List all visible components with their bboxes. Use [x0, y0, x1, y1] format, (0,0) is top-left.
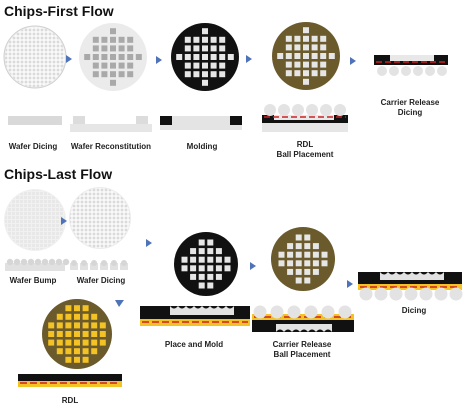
- cl-wafer-bump-icon: [4, 189, 66, 251]
- cf-wafer-dicing-section-icon: [8, 116, 62, 125]
- cl-label-wafer-bump: Wafer Bump: [9, 276, 57, 285]
- cl-label-place-and-mold: Place and Mold: [164, 340, 224, 349]
- cf-rdl-section-icon: [262, 104, 348, 132]
- cf-label-wafer-reconstitution: Wafer Reconstitution: [70, 142, 152, 151]
- cl-wafer-dicing-section-icon: [70, 260, 128, 270]
- cf-reconstitution-section-icon: [70, 116, 152, 132]
- cl-arrow-5-icon: [115, 300, 124, 307]
- cf-arrow-4-icon: [350, 57, 356, 65]
- cl-place-mold-wafer-icon: [174, 232, 238, 296]
- cf-molding-wafer-icon: [171, 23, 239, 91]
- cl-arrow-3-icon: [250, 262, 256, 270]
- cf-rdl-wafer-icon: [272, 22, 340, 90]
- cl-arrow-1-icon: [61, 217, 67, 225]
- cl-arrow-4-icon: [347, 280, 353, 288]
- cl-wafer-bump-section-icon: [5, 258, 70, 271]
- cl-label-rdl: RDL: [61, 396, 79, 405]
- cf-label-ball-placement: Ball Placement: [276, 150, 334, 159]
- cl-arrow-2-icon: [146, 239, 152, 247]
- cf-arrow-3-icon: [246, 55, 252, 63]
- cl-dicing-package-icon: [358, 272, 463, 301]
- cl-label-ball-placement: Ball Placement: [273, 350, 331, 359]
- cf-final-package-icon: [374, 55, 448, 76]
- cf-label-dicing: Dicing: [397, 108, 423, 117]
- cf-label-carrier-release: Carrier Release: [380, 98, 440, 107]
- cl-rdl-section-icon: [18, 374, 122, 387]
- chips-last-title: Chips-Last Flow: [4, 166, 113, 182]
- cl-label-carrier-release: Carrier Release: [272, 340, 332, 349]
- chips-first-title: Chips-First Flow: [4, 3, 114, 19]
- cf-wafer-dicing-icon: [3, 25, 67, 89]
- cf-reconstitution-wafer-icon: [79, 23, 147, 91]
- cf-label-rdl: RDL: [296, 140, 314, 149]
- cl-label-wafer-dicing: Wafer Dicing: [76, 276, 126, 285]
- cf-label-molding: Molding: [186, 142, 218, 151]
- cf-molding-section-icon: [160, 116, 242, 130]
- cf-arrow-2-icon: [156, 56, 162, 64]
- cl-wafer-dicing-icon: [69, 187, 131, 249]
- cf-label-wafer-dicing: Wafer Dicing: [8, 142, 58, 151]
- cf-arrow-1-icon: [66, 55, 72, 63]
- cl-place-mold-section-icon: [140, 306, 250, 326]
- cl-rdl-wafer-icon: [42, 299, 112, 369]
- cl-label-dicing: Dicing: [401, 306, 427, 315]
- cl-carrier-release-section-icon: [252, 305, 354, 332]
- cl-carrier-release-wafer-icon: [271, 227, 335, 291]
